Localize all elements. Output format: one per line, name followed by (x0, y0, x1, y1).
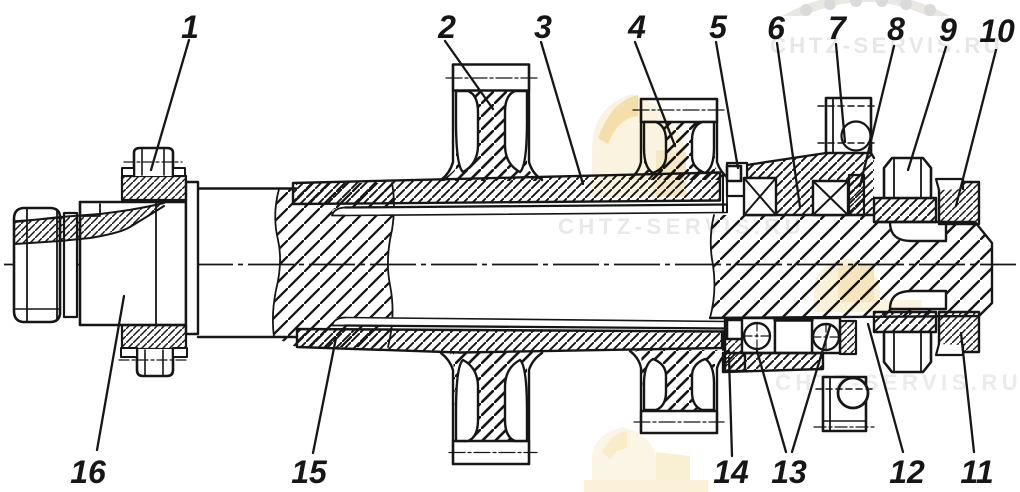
svg-text:14: 14 (713, 454, 749, 490)
svg-text:9: 9 (939, 12, 957, 48)
svg-text:10: 10 (979, 13, 1015, 49)
svg-text:16: 16 (70, 454, 106, 490)
svg-text:7: 7 (828, 10, 848, 46)
svg-text:CHTZ-SERVIS.RU: CHTZ-SERVIS.RU (775, 370, 1020, 395)
svg-text:6: 6 (767, 10, 785, 46)
svg-text:3: 3 (534, 9, 552, 45)
svg-text:15: 15 (291, 454, 328, 490)
svg-text:12: 12 (889, 454, 925, 490)
svg-text:5: 5 (709, 9, 728, 45)
svg-text:8: 8 (887, 11, 905, 47)
svg-text:2: 2 (437, 9, 456, 45)
svg-text:11: 11 (960, 454, 993, 490)
svg-text:1: 1 (181, 9, 199, 45)
svg-text:4: 4 (627, 9, 646, 45)
svg-text:CHTZ-SERVIS.RU: CHTZ-SERVIS.RU (770, 33, 1003, 58)
svg-text:CHTZ-SERVIS.RU: CHTZ-SERVIS.RU (558, 214, 805, 239)
svg-text:13: 13 (771, 454, 807, 490)
